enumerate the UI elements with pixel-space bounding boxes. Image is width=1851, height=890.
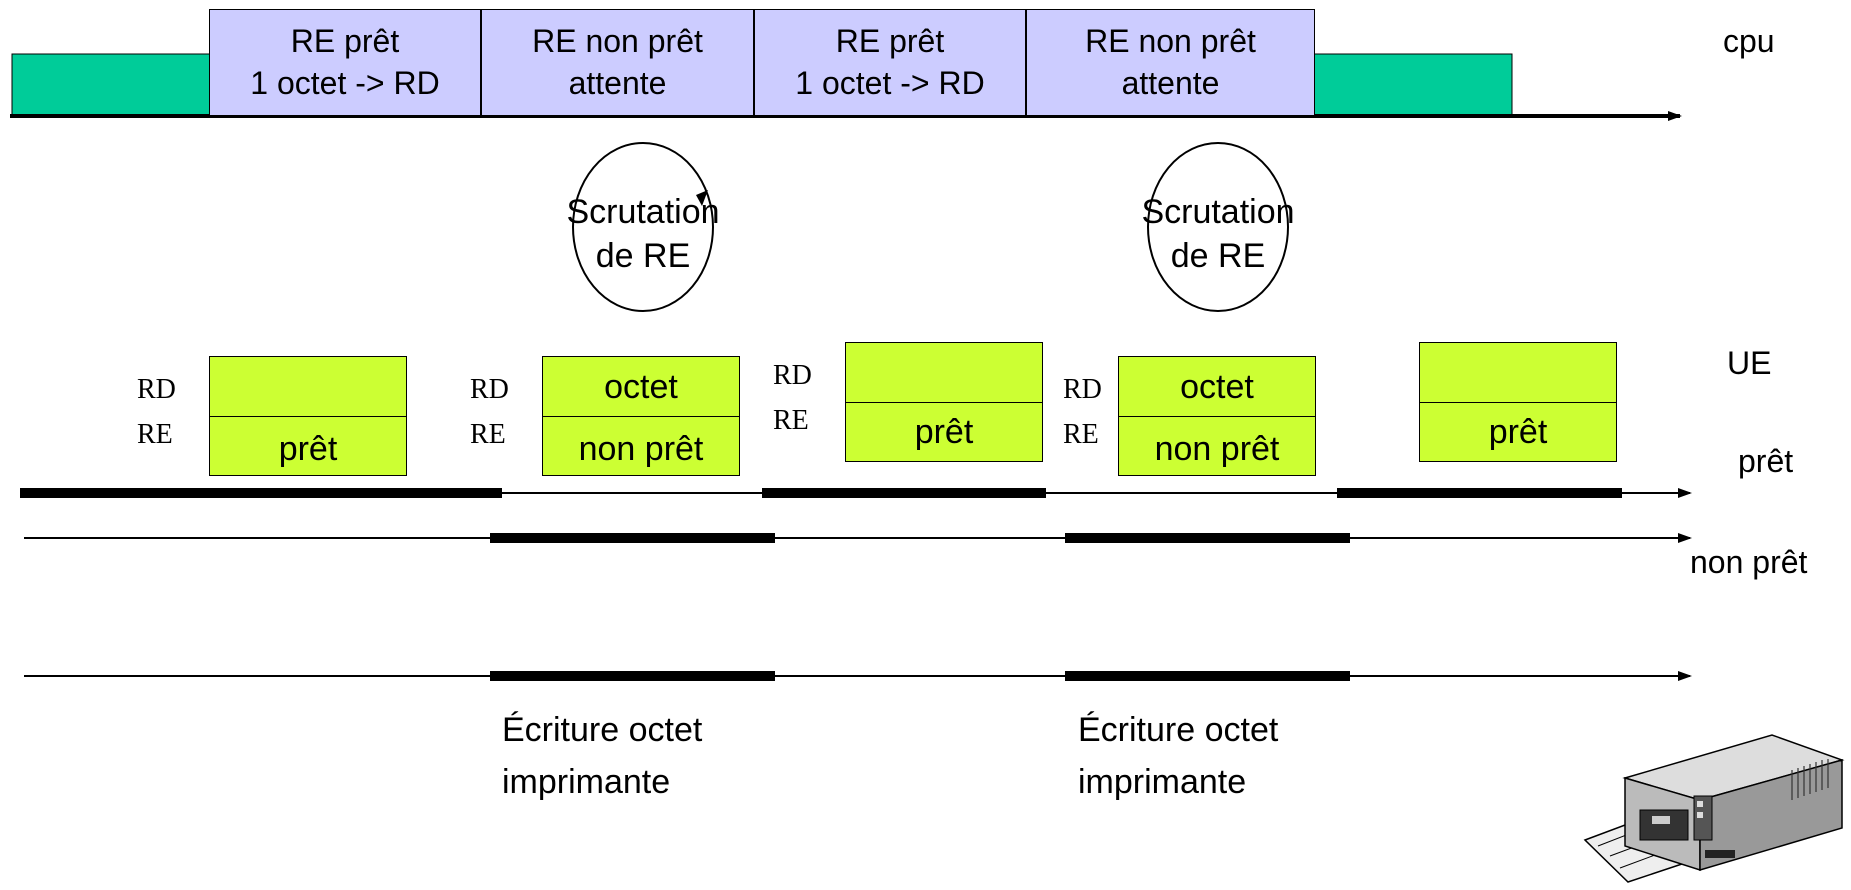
re-cell: non prêt [1154, 430, 1280, 468]
rd-cell [210, 357, 406, 417]
scrutation-1-line2: de RE [595, 237, 691, 275]
cpu-phase-3: RE prêt 1 octet -> RD [754, 9, 1026, 116]
re-cell: prêt [278, 430, 338, 468]
rd-cell: octet [543, 357, 739, 417]
printer-write-2-line2: imprimante [1078, 763, 1247, 801]
cpu-label: cpu [1723, 23, 1775, 59]
rd-cell [846, 343, 1042, 403]
scrutation-1-line1: Scrutation [566, 193, 720, 231]
cpu-phase-4-line1: RE non prêt [1085, 23, 1256, 59]
cpu-phase-4: RE non prêt attente [1026, 9, 1315, 116]
scrutation-2-line2: de RE [1170, 237, 1266, 275]
ue-register-1: prêt [209, 356, 407, 476]
printer-write-caption-2: Écriture octet imprimante [1078, 704, 1278, 808]
rd-cell [1420, 343, 1616, 403]
signal-pret-label: prêt [1738, 443, 1794, 479]
re-cell: prêt [1488, 413, 1548, 451]
re-label-2: RE [470, 419, 506, 450]
scrutation-loop-2 [1147, 142, 1289, 312]
ue-register-2: octet non prêt [542, 356, 740, 476]
cpu-phase-1: RE prêt 1 octet -> RD [209, 9, 481, 116]
scrutation-loop-1 [572, 142, 714, 312]
re-label-4: RE [1063, 419, 1099, 450]
printer-write-2-line1: Écriture octet [1078, 711, 1279, 749]
rd-label-3: RD [773, 360, 812, 391]
printer-write-caption-1: Écriture octet imprimante [502, 704, 702, 808]
re-label-3: RE [773, 405, 809, 436]
cpu-phase-1-line2: 1 octet -> RD [250, 65, 440, 101]
ue-register-5: prêt [1419, 342, 1617, 462]
cpu-idle-block-left [11, 53, 211, 117]
ue-register-3: prêt [845, 342, 1043, 462]
cpu-phase-3-line1: RE prêt [835, 23, 945, 59]
ue-register-4: octet non prêt [1118, 356, 1316, 476]
cpu-phase-1-line1: RE prêt [290, 23, 400, 59]
ue-label: UE [1727, 345, 1772, 381]
re-cell: prêt [914, 413, 974, 451]
rd-label-1: RD [137, 374, 176, 405]
cpu-phase-2-line2: attente [568, 65, 667, 101]
printer-write-1-line1: Écriture octet [502, 711, 703, 749]
rd-cell: octet [1119, 357, 1315, 417]
scrutation-label-1: Scrutation de RE [543, 190, 743, 278]
scrutation-2-line1: Scrutation [1141, 193, 1295, 231]
cpu-idle-block-right [1313, 53, 1513, 117]
rd-label-4: RD [1063, 374, 1102, 405]
cpu-phase-2: RE non prêt attente [481, 9, 754, 116]
printer-icon [1583, 734, 1845, 883]
cpu-phase-4-line2: attente [1121, 65, 1220, 101]
printer-write-1-line2: imprimante [502, 763, 671, 801]
re-cell: non prêt [578, 430, 704, 468]
cpu-phase-2-line1: RE non prêt [532, 23, 703, 59]
rd-label-2: RD [470, 374, 509, 405]
re-label-1: RE [137, 419, 173, 450]
scrutation-label-2: Scrutation de RE [1118, 190, 1318, 278]
cpu-phase-3-line2: 1 octet -> RD [795, 65, 985, 101]
signal-non-pret-label: non prêt [1690, 544, 1808, 580]
